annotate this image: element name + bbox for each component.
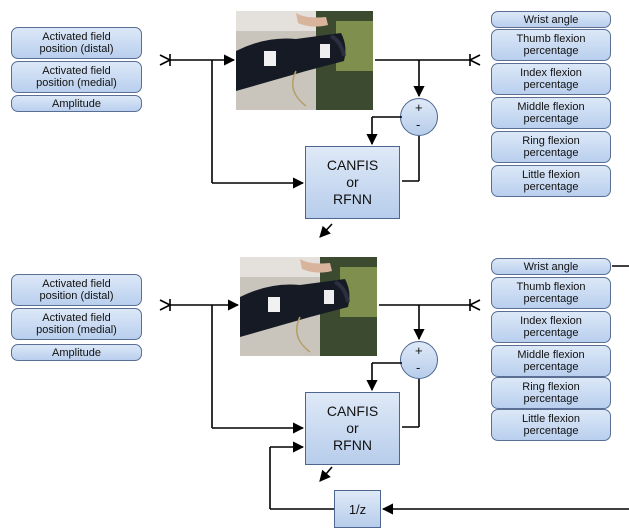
top-output-thumb: Thumb flexion percentage: [491, 29, 611, 61]
bottom-summing-junction: [400, 341, 438, 379]
bottom-delay-block: 1/z: [334, 490, 381, 528]
top-input-medial: Activated field position (medial): [11, 61, 142, 93]
top-output-little: Little flexion percentage: [491, 165, 611, 197]
top-output-middle: Middle flexion percentage: [491, 97, 611, 129]
top-output-index: Index flexion percentage: [491, 63, 611, 95]
top-input-distal: Activated field position (distal): [11, 27, 142, 59]
bottom-sum-minus: -: [416, 360, 421, 375]
top-output-wrist: Wrist angle: [491, 11, 611, 28]
bottom-model-block: CANFIS or RFNN: [305, 392, 400, 465]
top-sum-plus: +: [415, 100, 423, 115]
top-glove-photo: [236, 11, 373, 110]
bottom-output-ring: Ring flexion percentage: [491, 377, 611, 409]
bottom-glove-photo: [240, 257, 377, 356]
bottom-input-amplitude: Amplitude: [11, 344, 142, 361]
bottom-output-index: Index flexion percentage: [491, 311, 611, 343]
top-input-amplitude: Amplitude: [11, 95, 142, 112]
bottom-output-little: Little flexion percentage: [491, 409, 611, 441]
top-output-ring: Ring flexion percentage: [491, 131, 611, 163]
bottom-output-middle: Middle flexion percentage: [491, 345, 611, 377]
bottom-output-wrist: Wrist angle: [491, 258, 611, 275]
bottom-input-distal: Activated field position (distal): [11, 274, 142, 306]
top-sum-minus: -: [416, 117, 421, 132]
top-model-block: CANFIS or RFNN: [305, 146, 400, 219]
bottom-input-medial: Activated field position (medial): [11, 308, 142, 340]
bottom-output-thumb: Thumb flexion percentage: [491, 277, 611, 309]
top-summing-junction: [400, 98, 438, 136]
bottom-sum-plus: +: [415, 343, 423, 358]
